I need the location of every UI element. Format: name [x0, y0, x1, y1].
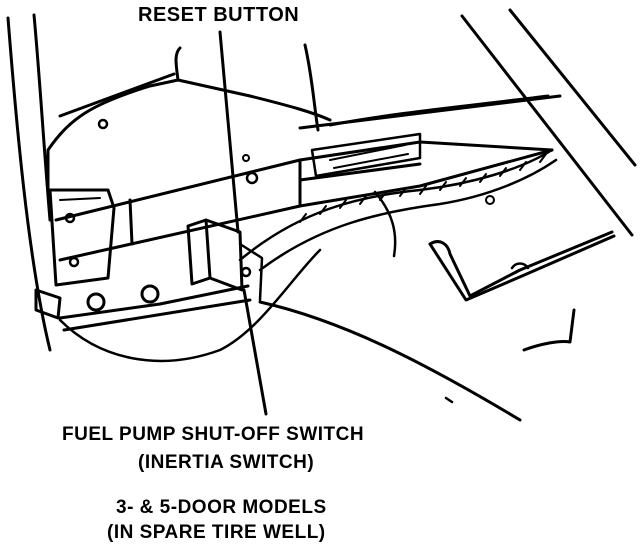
floor-panel [258, 190, 616, 422]
wiring-harness [58, 148, 558, 363]
fuel-pump-switch-label: FUEL PUMP SHUT-OFF SWITCH [62, 424, 365, 445]
inertia-switch-label: (INERTIA SWITCH) [138, 452, 315, 473]
switch-leader [242, 288, 268, 416]
location-label: (IN SPARE TIRE WELL) [107, 522, 326, 543]
left-body-panel [6, 13, 52, 352]
reset-button-leader [218, 30, 240, 234]
inertia-switch-assembly [34, 218, 264, 332]
reset-button-label: RESET BUTTON [138, 4, 300, 26]
long-rail [54, 132, 554, 262]
floor-contour [46, 43, 562, 192]
models-label: 3- & 5-DOOR MODELS [116, 497, 327, 518]
mounting-bracket [48, 118, 259, 287]
right-body-panel [460, 8, 637, 237]
